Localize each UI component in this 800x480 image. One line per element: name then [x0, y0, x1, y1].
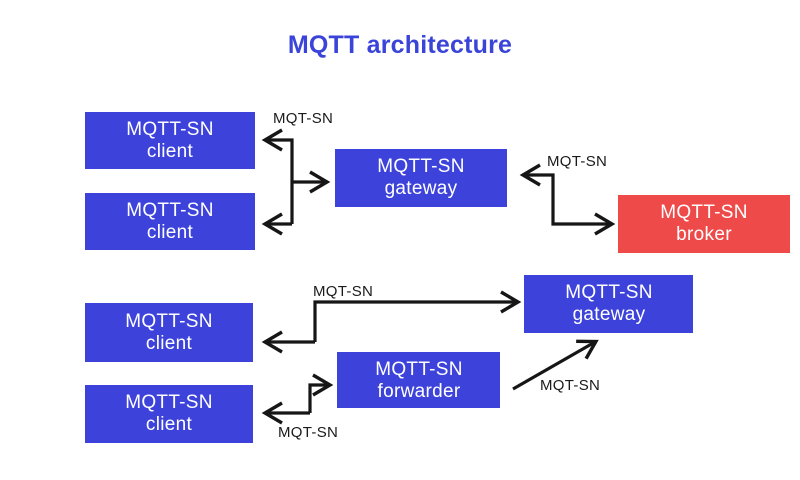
node-client-bottom-1: MQTT-SN client	[85, 303, 253, 362]
arrow-client-bottom-1-to-gateway-bottom	[313, 290, 522, 342]
node-client-top-1-line2: client	[147, 141, 194, 162]
edge-label-clients-to-gateway-top: MQT-SN	[273, 110, 333, 127]
node-forwarder-box	[337, 352, 500, 408]
arrow-client-bottom-2-to-forwarder	[308, 373, 334, 413]
node-gateway-bottom-box	[524, 275, 693, 333]
edge-label-gateway-to-broker: MQT-SN	[547, 153, 607, 170]
node-broker-line1: MQTT-SN	[660, 202, 748, 223]
page-title: MQTT architecture	[288, 31, 512, 59]
node-client-top-2: MQTT-SN client	[85, 193, 255, 250]
node-client-bottom-1-line1: MQTT-SN	[125, 311, 213, 332]
arrow-gateway-to-client-top-1	[261, 128, 294, 224]
node-broker-box	[618, 195, 790, 253]
node-forwarder-line2: forwarder	[378, 381, 461, 402]
node-forwarder: MQTT-SN forwarder	[337, 352, 500, 408]
arrow-gateway-top-to-broker	[551, 200, 616, 236]
node-client-bottom-2-box	[85, 385, 253, 443]
arrow-forwarder-to-gateway-bottom	[512, 339, 599, 391]
node-client-bottom-2: MQTT-SN client	[85, 385, 253, 443]
node-gateway-top: MQTT-SN gateway	[335, 149, 507, 207]
node-client-bottom-2-line2: client	[146, 414, 193, 435]
edge-label-client-to-gateway-bottom: MQT-SN	[313, 283, 373, 300]
node-gateway-bottom: MQTT-SN gateway	[524, 275, 693, 333]
node-gateway-top-box	[335, 149, 507, 207]
edge-label-client-to-forwarder: MQT-SN	[278, 424, 338, 441]
node-client-bottom-1-line2: client	[146, 333, 193, 354]
node-client-top-1-line1: MQTT-SN	[126, 119, 214, 140]
node-client-top-1: MQTT-SN client	[85, 112, 255, 169]
node-client-bottom-1-box	[85, 303, 253, 362]
node-broker-line2: broker	[676, 224, 732, 245]
node-client-top-2-line2: client	[147, 222, 194, 243]
node-gateway-bottom-line2: gateway	[573, 304, 646, 325]
node-gateway-top-line2: gateway	[385, 178, 458, 199]
node-client-bottom-2-line1: MQTT-SN	[125, 392, 213, 413]
node-client-top-2-line1: MQTT-SN	[126, 200, 214, 221]
node-client-top-1-box	[85, 112, 255, 169]
edge-label-forwarder-to-gateway: MQT-SN	[540, 377, 600, 394]
arrow-broker-to-gateway-top	[519, 163, 555, 200]
node-client-top-2-box	[85, 193, 255, 250]
node-broker: MQTT-SN broker	[618, 195, 790, 253]
node-gateway-bottom-line1: MQTT-SN	[565, 282, 653, 303]
node-forwarder-line1: MQTT-SN	[375, 359, 463, 380]
node-gateway-top-line1: MQTT-SN	[377, 156, 465, 177]
